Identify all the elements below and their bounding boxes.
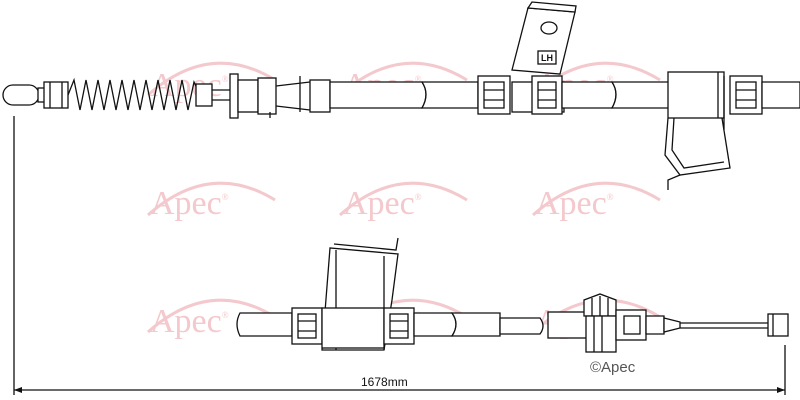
adjuster-fitting [547,293,681,353]
conduit-segment-5 [761,81,800,109]
watermark-3-1: Apec® [147,298,276,340]
svg-text:Apec®: Apec® [535,185,614,222]
svg-text:Apec®: Apec® [343,185,422,222]
conduit-segment-9 [499,317,544,335]
cable-end-eye [2,84,40,106]
bottom-cable-assembly [236,237,789,353]
sleeve-body [237,79,259,113]
spring-coil [67,77,201,111]
watermark-2-1: Apec® [147,181,276,222]
mounting-bracket-bottom [321,237,399,351]
watermark-1-1: Apec® [147,61,276,104]
watermark-2-2: Apec® [339,181,468,222]
sleeve-end [309,79,331,113]
spring-stop [195,83,213,107]
dimension-arrow-right [777,387,785,393]
dimension-arrow-left [14,387,22,393]
conduit-segment-1 [329,81,427,109]
conduit-segment-6 [236,312,293,337]
mount-block [257,77,277,115]
conduit-segment-4 [610,81,671,109]
conduit-segment-8 [450,312,501,337]
copyright-text: ©Apec [590,359,636,376]
conduit-segment-3 [561,81,617,109]
lh-label: LH [541,53,553,63]
watermark-2-3: Apec® [532,181,661,222]
svg-text:Apec®: Apec® [150,303,229,340]
cable-nipple [767,313,789,337]
svg-text:Apec®: Apec® [150,67,229,104]
length-dimension: 1678mm [13,116,786,395]
mounting-bracket-top [664,71,731,190]
top-cable-assembly: LH [2,1,800,190]
svg-text:Apec®: Apec® [150,185,229,222]
mount-flange-left [229,73,239,119]
length-label: 1678mm [361,375,408,389]
spring-collar [43,81,69,109]
conduit-segment-7 [413,312,457,337]
conduit-segment-2 [420,81,479,109]
